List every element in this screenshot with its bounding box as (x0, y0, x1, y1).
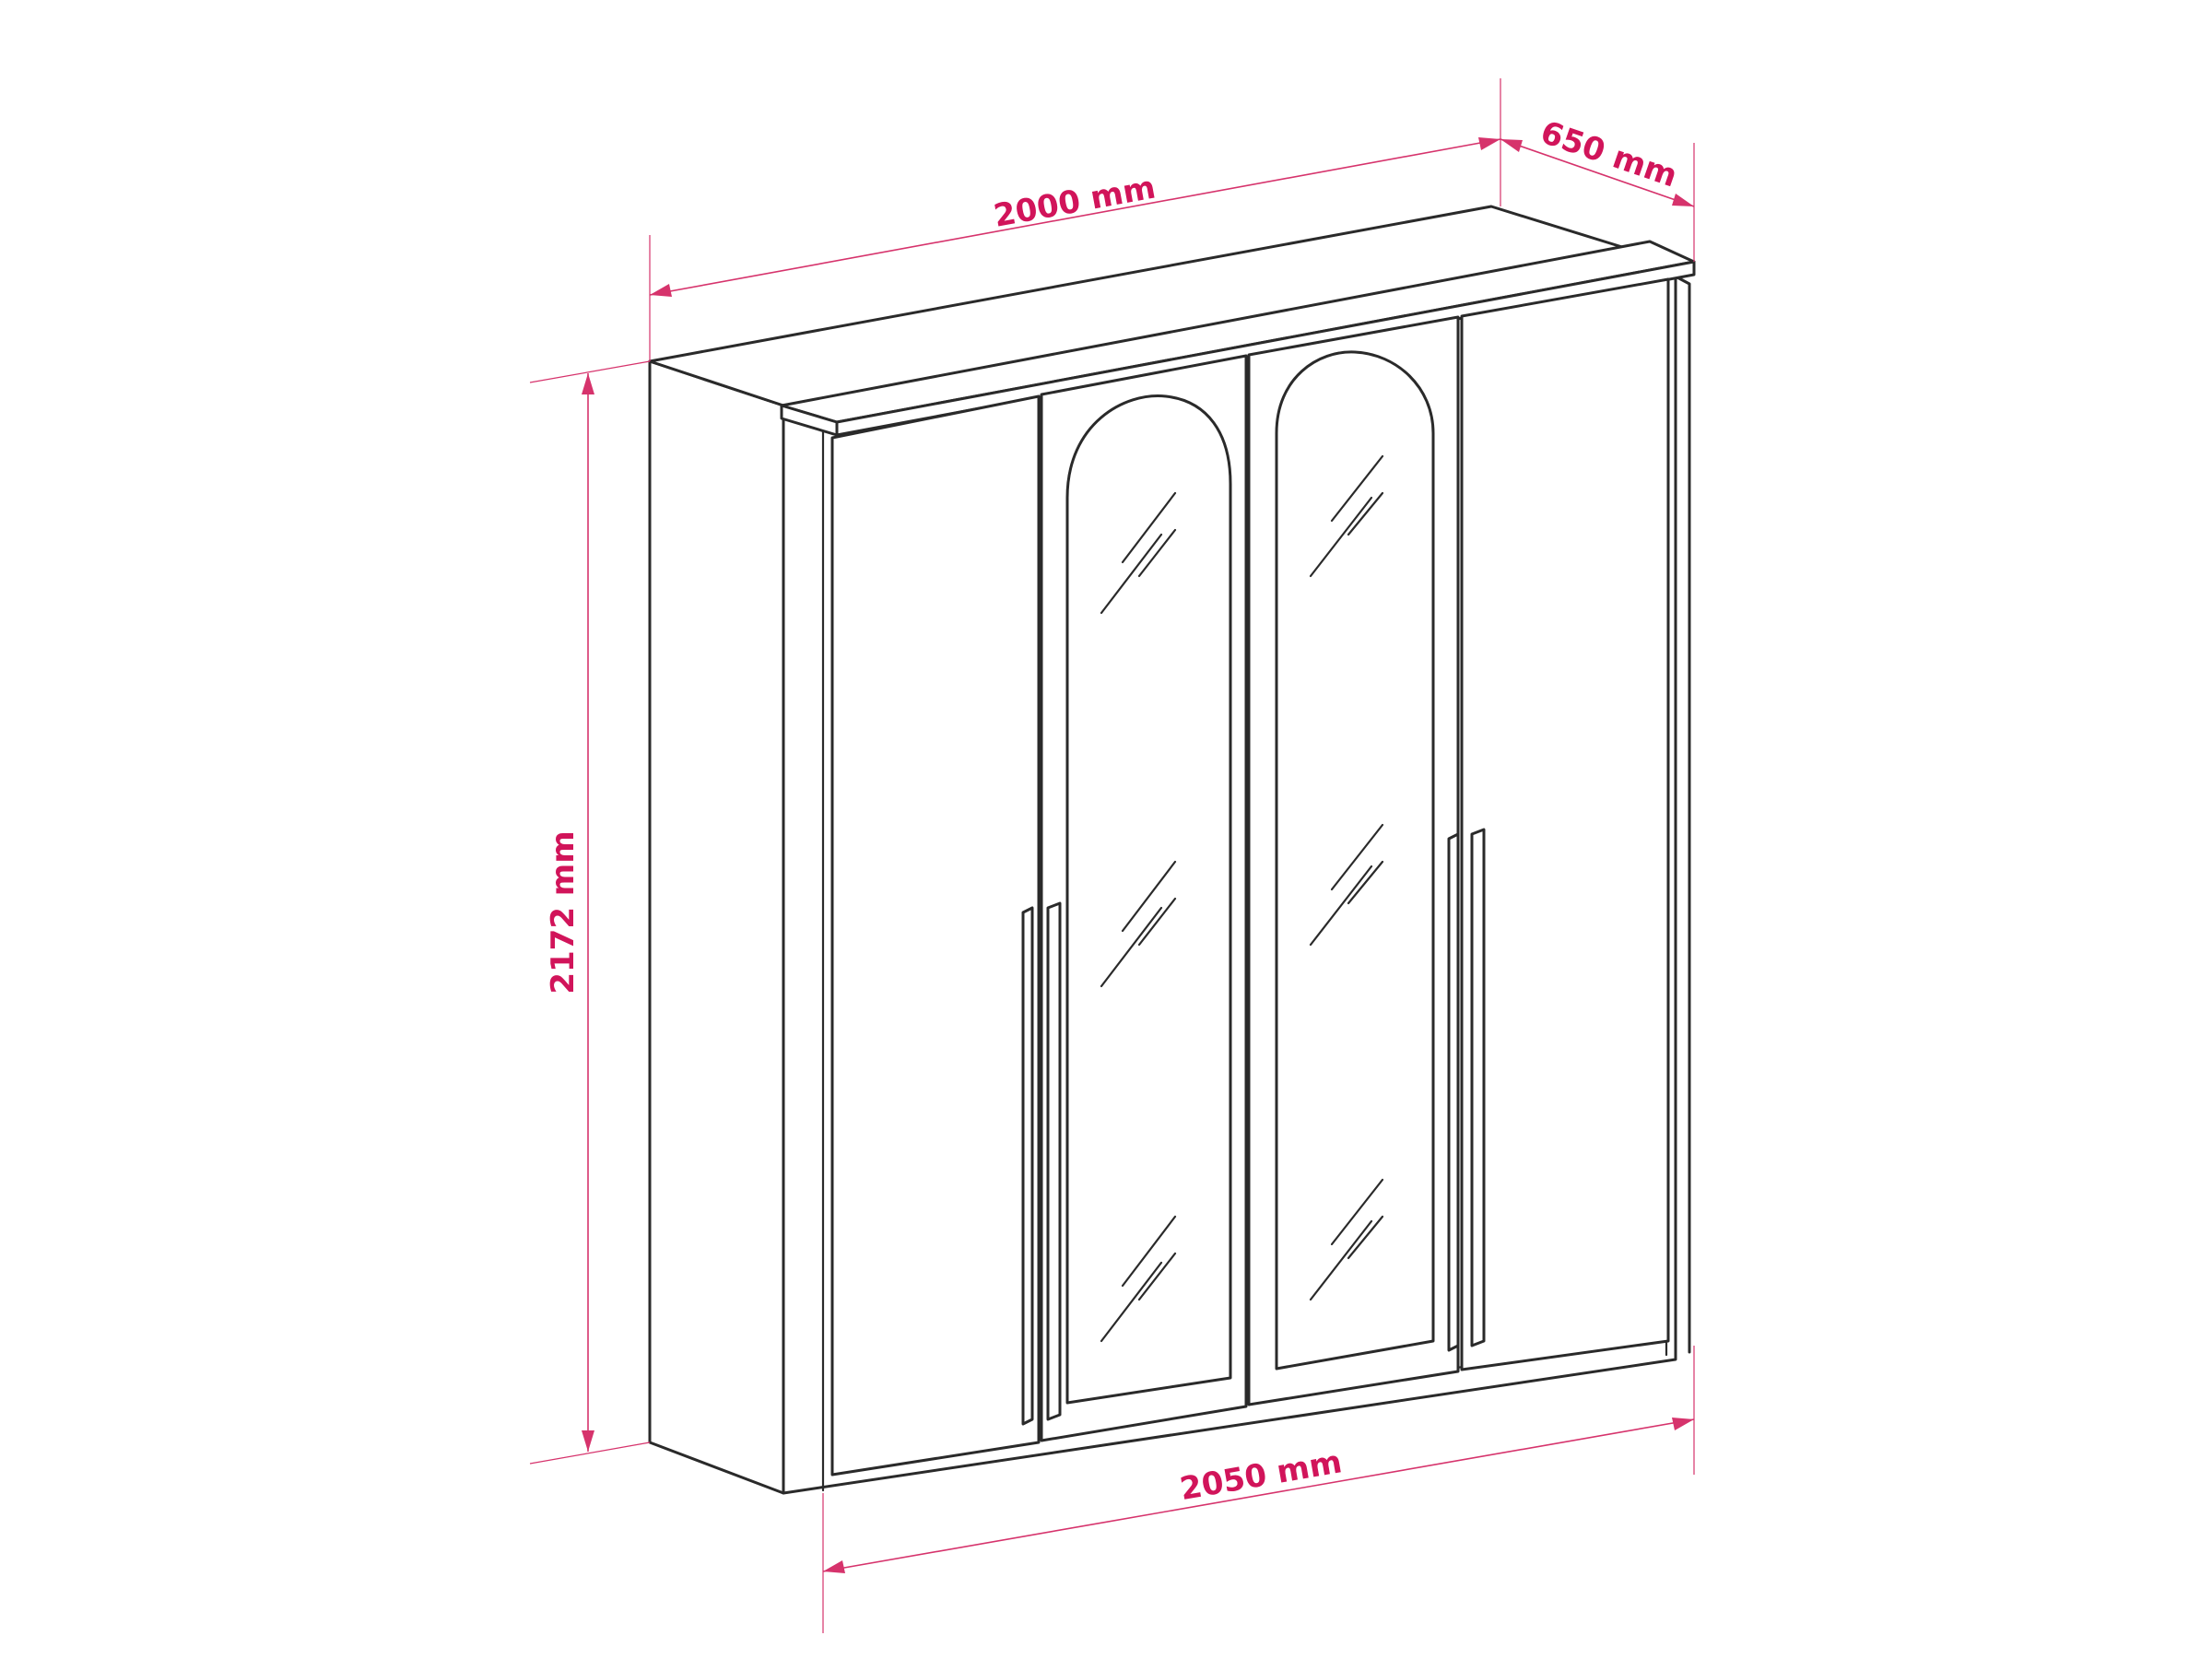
height-arrow-top (582, 373, 594, 394)
depth-arrow-right (1672, 194, 1694, 206)
bottom-width-arrow-left (823, 1560, 845, 1573)
depth-label: 650 mm (1535, 114, 1681, 195)
handle-door-3 (1447, 832, 1460, 1352)
height-arrow-bottom (582, 1430, 594, 1452)
bottom-width-label: 2050 mm (1177, 1443, 1345, 1508)
handle-door-2 (1046, 901, 1062, 1421)
handle-door-4 (1470, 828, 1486, 1347)
handles (1021, 828, 1486, 1426)
handle-door-1 (1021, 906, 1034, 1426)
depth-arrow-left (1500, 139, 1523, 152)
left-side-panel (648, 359, 785, 1495)
extension-line (529, 360, 651, 383)
top-width-arrow-left (650, 284, 672, 297)
mirror-2 (1275, 350, 1435, 1371)
door-4 (1460, 277, 1670, 1371)
mirror-2-reflections (1309, 454, 1384, 1301)
mirror-1 (1065, 394, 1232, 1405)
bottom-width-arrow-right (1672, 1418, 1694, 1430)
height-label: 2172 mm (545, 830, 582, 994)
wardrobe (648, 205, 1696, 1495)
door-2 (1040, 354, 1248, 1442)
right-back-edge (1674, 275, 1691, 1354)
mirror-1-reflections (1100, 491, 1177, 1343)
door-1 (830, 394, 1041, 1477)
depth-dimension-line (1500, 138, 1695, 207)
top-width-dimension-line (649, 138, 1501, 296)
extension-line (529, 1441, 651, 1465)
bottom-width-dimension-line (822, 1418, 1695, 1572)
top-width-arrow-right (1478, 137, 1500, 150)
top-width-label: 2000 mm (991, 170, 1159, 235)
